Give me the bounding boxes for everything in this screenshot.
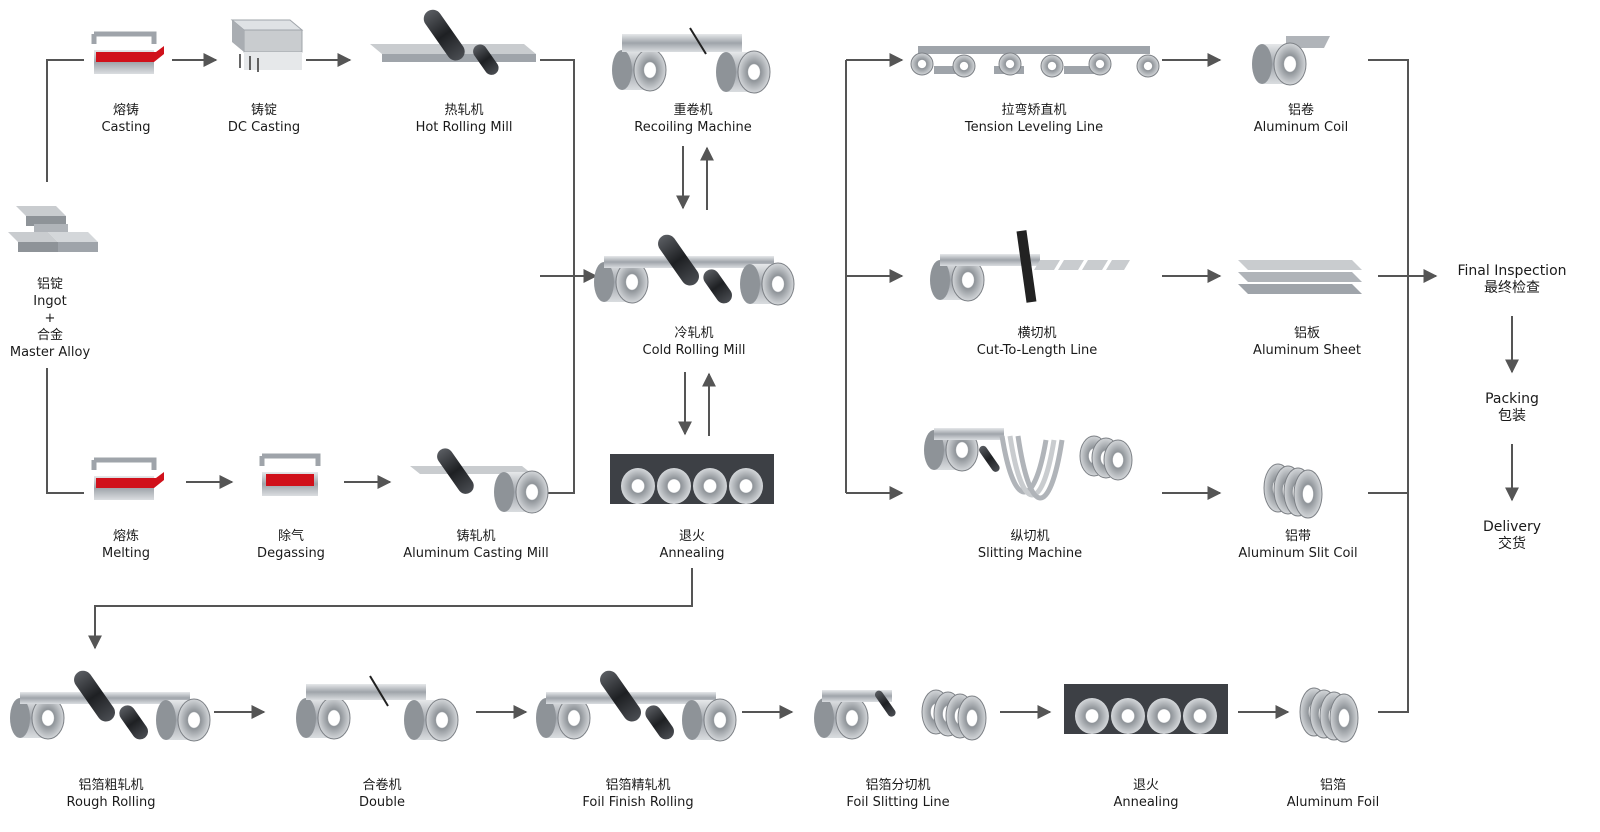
aluminum-coil-icon (1251, 36, 1330, 86)
rolling-mill-icon (370, 9, 536, 75)
label-ingot: 铝锭 Ingot + 合金 Master Alloy (9, 277, 91, 360)
aluminum-sheet-icon (1238, 260, 1362, 294)
ingot-stack-icon (8, 206, 98, 252)
flow-connectors (46, 53, 1519, 719)
connector-ingot-casting (46, 59, 84, 182)
aluminum-foil-icon (1299, 687, 1359, 743)
tension-leveling-icon (910, 46, 1160, 78)
casting-furnace-icon (94, 34, 164, 74)
recoiling-machine-icon (611, 27, 771, 94)
slit-coil-icon (1263, 463, 1323, 519)
connector-coil-collector (1368, 59, 1409, 713)
foil-finish-rolling-icon (535, 670, 737, 742)
foil-annealing-furnace-icon (1064, 684, 1228, 734)
casting-mill-icon (410, 448, 549, 514)
connector-anneal-foil (88, 568, 693, 650)
slitting-machine-icon (923, 428, 1133, 501)
cut-to-length-icon (929, 230, 1130, 303)
rough-rolling-icon (9, 670, 211, 742)
dc-casting-icon (230, 19, 304, 72)
connector-ingot-melting (46, 368, 84, 494)
doubling-machine-icon (295, 675, 459, 742)
melting-furnace-icon (94, 460, 164, 500)
annealing-furnace-icon (610, 454, 774, 504)
degassing-tank-icon (259, 453, 321, 496)
foil-slitting-icon (813, 689, 987, 741)
cold-rolling-mill-icon (593, 234, 795, 306)
